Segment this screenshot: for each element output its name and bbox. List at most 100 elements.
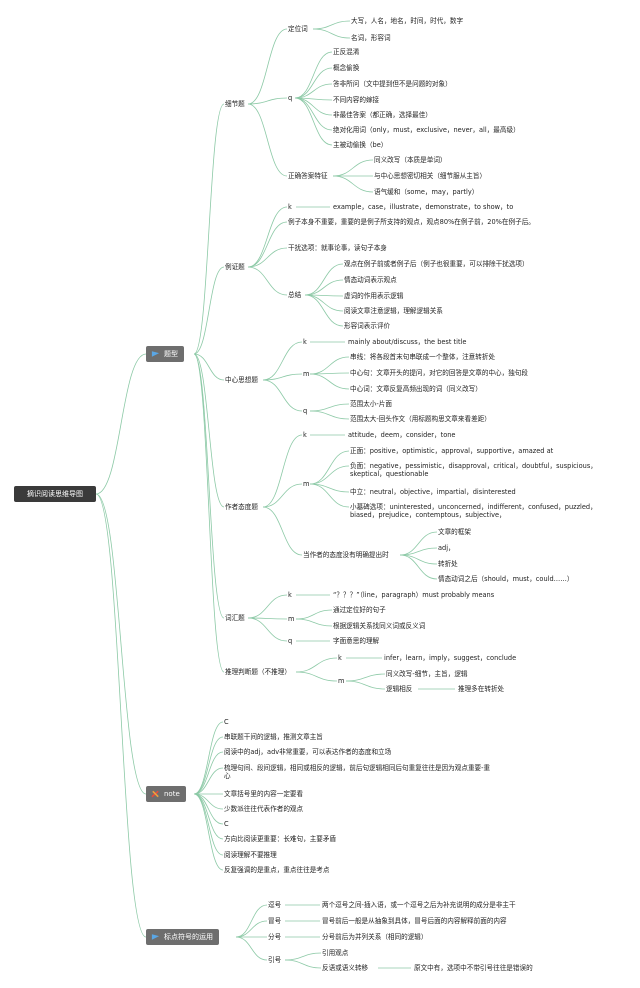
section-label: 题型 bbox=[164, 350, 178, 358]
leaf: 负面：negative，pessimistic，disapproval，crit… bbox=[350, 462, 597, 478]
leaf: 虚词的作用表示逻辑 bbox=[344, 292, 404, 300]
connector bbox=[247, 103, 288, 177]
connector bbox=[399, 531, 438, 556]
note-item: C bbox=[224, 718, 229, 726]
connector bbox=[262, 373, 303, 381]
connector bbox=[294, 51, 333, 99]
connector bbox=[294, 97, 333, 116]
connector bbox=[304, 294, 344, 327]
connector bbox=[332, 159, 374, 177]
node-m[interactable]: m bbox=[288, 615, 295, 623]
connector bbox=[284, 952, 322, 961]
branch-tuili[interactable]: 推理判断题（不推理） bbox=[225, 668, 291, 676]
connector bbox=[332, 175, 374, 193]
connector bbox=[295, 671, 338, 682]
node-k[interactable]: k bbox=[338, 654, 342, 662]
node-k[interactable]: k bbox=[288, 591, 292, 599]
root-node[interactable]: 摘识阅读思维导图 bbox=[14, 486, 96, 502]
connector bbox=[294, 67, 333, 99]
node-q[interactable]: q bbox=[288, 94, 293, 102]
connector bbox=[262, 341, 303, 381]
node-m[interactable]: m bbox=[338, 677, 345, 685]
node-zhengque[interactable]: 正确答案特征 bbox=[288, 172, 328, 180]
connector bbox=[235, 904, 268, 938]
leaf: 冒号前后一般是从抽象到具体，冒号后面的内容解释前面的内容 bbox=[322, 917, 507, 925]
leaf: 正反混淆 bbox=[333, 48, 360, 56]
section-node-note[interactable]: note bbox=[146, 786, 186, 802]
leaf: 主被动偷换（be） bbox=[333, 141, 388, 149]
connector bbox=[304, 279, 344, 296]
connector bbox=[309, 410, 350, 420]
connector bbox=[295, 609, 333, 620]
leaf: 中心句：文章开头的提问，对它的回答是文章的中心，独句段 bbox=[350, 369, 529, 377]
node-zongjie[interactable]: 总结 bbox=[288, 291, 302, 299]
connector bbox=[193, 353, 225, 619]
node-yinhao[interactable]: 引号 bbox=[268, 956, 282, 964]
leaf: 两个逗号之间-插入语，或一个逗号之后为补充说明的成分是非主干 bbox=[322, 901, 516, 909]
connector bbox=[309, 373, 350, 390]
branch-lizheng[interactable]: 例证题 bbox=[225, 263, 245, 271]
node-q[interactable]: q bbox=[303, 407, 308, 415]
leaf: 范围太小-片面 bbox=[350, 400, 392, 408]
connector bbox=[262, 434, 303, 508]
connector bbox=[399, 554, 438, 565]
leaf: example，case，illustrate，demonstrate，to s… bbox=[333, 203, 514, 211]
leaf: 概念偷换 bbox=[333, 64, 360, 72]
leaf: 情态动词之后（should，must，could……） bbox=[438, 575, 574, 583]
branch-cihui[interactable]: 词汇题 bbox=[225, 614, 245, 622]
connector bbox=[247, 247, 288, 268]
section-node-tixing[interactable]: 题型 bbox=[146, 346, 184, 362]
connector bbox=[304, 263, 344, 296]
connector bbox=[262, 483, 303, 508]
connector bbox=[193, 353, 225, 673]
leaf: 范围太大-回头作文（用标题构思文章来看差距） bbox=[350, 415, 491, 423]
leaf: 原文中有，选项中不带引号往往是错误的 bbox=[414, 964, 533, 972]
note-item: 少数派往往代表作者的观点 bbox=[224, 805, 304, 813]
leaf: 逻辑相反 bbox=[386, 685, 413, 693]
leaf: 情态动词表示观点 bbox=[344, 276, 397, 284]
leaf: “？？？”（line，paragraph）must probably means bbox=[333, 591, 495, 599]
node-k[interactable]: k bbox=[303, 431, 307, 439]
section-node-biaodian[interactable]: 标点符号的运用 bbox=[146, 929, 219, 945]
connector bbox=[294, 83, 333, 99]
leaf: 字面意思的理解 bbox=[333, 637, 380, 645]
node-fenhao[interactable]: 分号 bbox=[268, 933, 282, 941]
node-douhao[interactable]: 逗号 bbox=[268, 901, 282, 909]
connector bbox=[247, 266, 288, 296]
node-dingwei[interactable]: 定位词 bbox=[288, 25, 308, 33]
connector bbox=[295, 618, 333, 627]
node-maohao[interactable]: 冒号 bbox=[268, 917, 282, 925]
leaf: 串线：将各段首末句串联成一个整体，注意转折处 bbox=[350, 353, 496, 361]
branch-zhongxin[interactable]: 中心思想题 bbox=[225, 376, 258, 384]
leaf: 非最佳答案（都正确，选择最佳） bbox=[333, 111, 432, 119]
connector bbox=[309, 356, 350, 375]
leaf: adj， bbox=[438, 544, 455, 552]
flag-icon bbox=[151, 934, 160, 940]
connector bbox=[95, 353, 147, 495]
connector bbox=[193, 103, 225, 355]
connector bbox=[345, 680, 386, 690]
node-m[interactable]: m bbox=[303, 370, 310, 378]
connector bbox=[193, 793, 224, 871]
connector bbox=[304, 294, 344, 312]
connector bbox=[294, 97, 333, 146]
branch-xijie[interactable]: 细节题 bbox=[225, 100, 245, 108]
note-item: 串联题干间的逻辑，推测文章主旨 bbox=[224, 733, 323, 741]
leaf: 同义改写（本质是单词） bbox=[374, 156, 447, 164]
node-k[interactable]: k bbox=[288, 203, 292, 211]
connector bbox=[295, 657, 338, 673]
leaf: 绝对化用词（only，must，exclusive，never，all，最高级） bbox=[333, 126, 520, 134]
branch-taidu[interactable]: 作者态度题 bbox=[225, 503, 258, 511]
leaf: 分号前后为并列关系（相同的逻辑） bbox=[322, 933, 428, 941]
leaf: 形容词表示评价 bbox=[344, 322, 391, 330]
connector bbox=[193, 793, 224, 856]
note-item: 反复强调的是重点，重点往往是考点 bbox=[224, 866, 330, 874]
node-m[interactable]: m bbox=[303, 480, 310, 488]
node-k[interactable]: k bbox=[303, 338, 307, 346]
leaf: 不同内容的嫁接 bbox=[333, 96, 380, 104]
node-q[interactable]: q bbox=[288, 637, 293, 645]
leaf: mainly about/discuss，the best title bbox=[348, 338, 467, 346]
node-when[interactable]: 当作者的态度没有明确提出时 bbox=[303, 551, 389, 559]
